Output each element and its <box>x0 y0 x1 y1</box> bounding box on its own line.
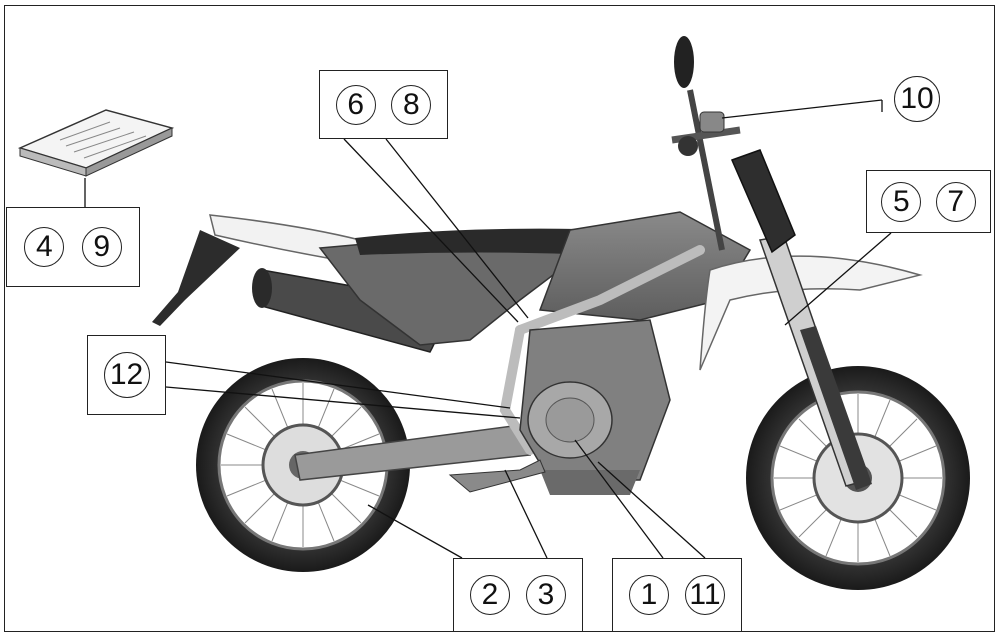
engine-image <box>519 319 671 495</box>
callout-6-8: 6 8 <box>319 70 448 139</box>
callout-number: 2 <box>470 575 510 615</box>
callout-number: 1 <box>629 575 669 615</box>
callout-number: 3 <box>526 575 566 615</box>
headlight-plate-image <box>730 149 796 254</box>
callout-number: 4 <box>24 227 65 267</box>
callout-12: 12 <box>87 335 166 415</box>
owners-manual-image <box>17 109 175 177</box>
callout-number: 7 <box>935 181 976 222</box>
callout-4-9: 4 9 <box>6 207 140 287</box>
callout-number: 12 <box>103 352 150 398</box>
leader-lines <box>84 99 892 559</box>
callout-number: 5 <box>881 181 922 222</box>
callout-5-7: 5 7 <box>866 170 991 233</box>
callout-2-3: 2 3 <box>453 558 583 632</box>
callout-number: 8 <box>391 84 432 125</box>
frame-image <box>499 245 705 455</box>
footpeg-image <box>448 459 546 493</box>
callout-number: 9 <box>81 227 122 267</box>
callout-number: 6 <box>335 84 376 125</box>
callout-number: 10 <box>894 76 940 122</box>
callout-10: 10 <box>882 74 952 124</box>
callout-1-11: 1 11 <box>612 558 742 632</box>
callout-number: 11 <box>685 575 725 615</box>
handlebar-image <box>671 36 741 251</box>
front-fender-image <box>699 255 923 371</box>
